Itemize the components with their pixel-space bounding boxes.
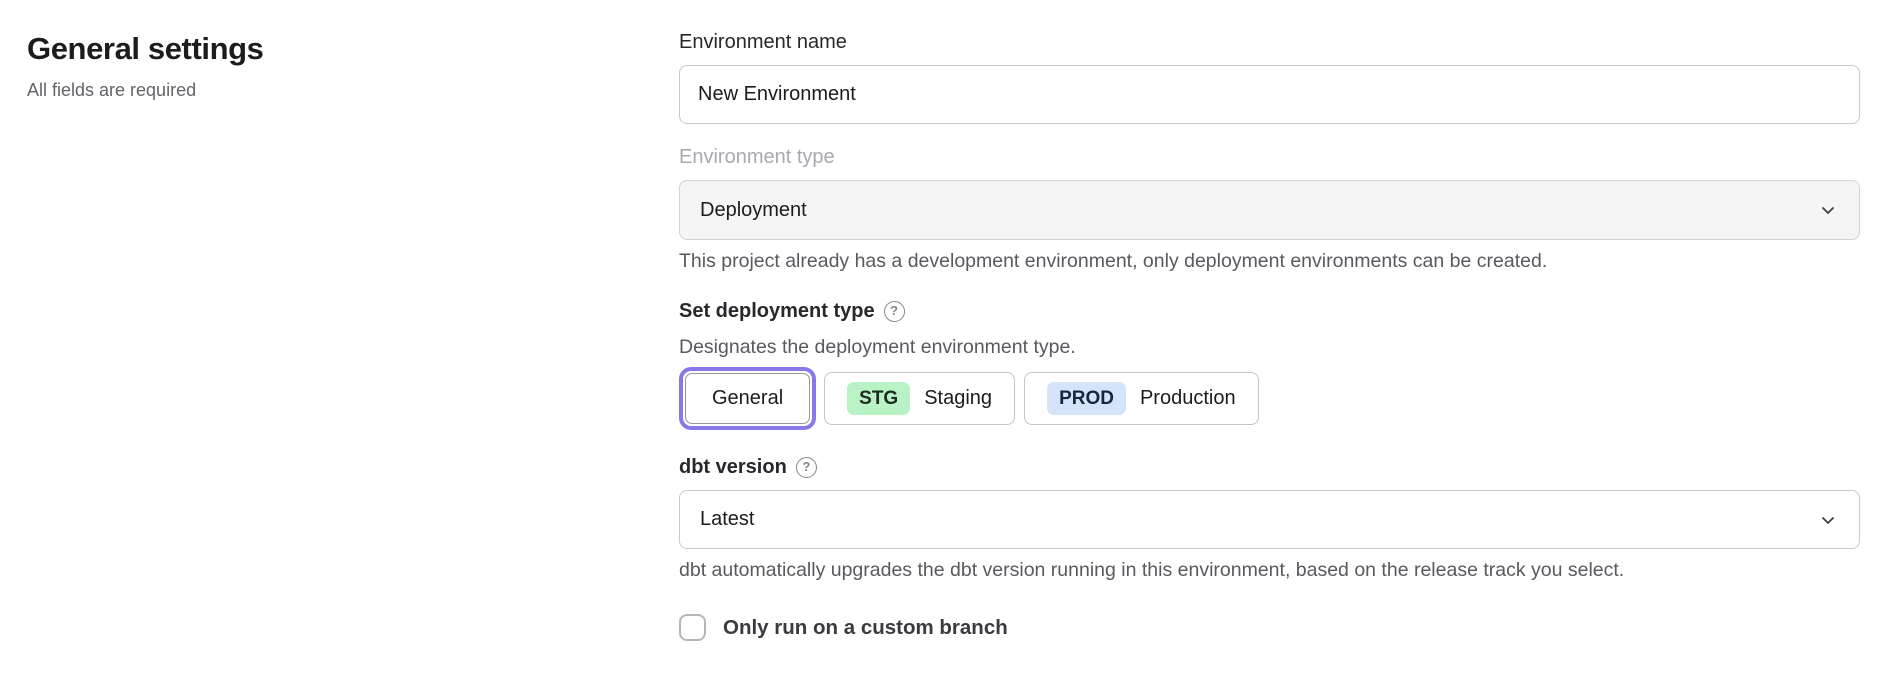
- chevron-down-icon: [1817, 509, 1839, 531]
- deployment-type-option-general-selected[interactable]: General: [679, 367, 817, 430]
- dbt-version-block: dbt version ? Latest dbt automatically u…: [679, 455, 1860, 582]
- dbt-version-title-text: dbt version: [679, 456, 787, 478]
- settings-intro: General settings All fields are required: [27, 30, 679, 641]
- environment-name-input[interactable]: [679, 65, 1860, 124]
- deployment-type-title-text: Set deployment type: [679, 300, 875, 322]
- deployment-type-options: General STG Staging PROD Production: [679, 366, 1860, 431]
- help-icon[interactable]: ?: [883, 300, 905, 322]
- dbt-version-helper: dbt automatically upgrades the dbt versi…: [679, 559, 1625, 581]
- custom-branch-checkbox[interactable]: [679, 614, 706, 641]
- staging-option-button[interactable]: STG Staging: [824, 372, 1016, 425]
- chevron-down-icon: [1817, 199, 1839, 221]
- staging-badge: STG: [847, 382, 911, 415]
- settings-page: General settings All fields are required…: [27, 30, 1860, 641]
- environment-type-helper: This project already has a development e…: [679, 250, 1548, 272]
- production-option-label: Production: [1139, 387, 1236, 409]
- deployment-type-helper: Designates the deployment environment ty…: [679, 336, 1076, 358]
- environment-type-select[interactable]: Deployment: [679, 180, 1860, 240]
- dbt-version-value: Latest: [700, 508, 755, 530]
- settings-form: Environment name Environment type Deploy…: [679, 30, 1860, 641]
- general-option-label: General: [712, 387, 784, 409]
- dbt-version-title: dbt version ?: [679, 455, 1860, 479]
- staging-option-label: Staging: [924, 387, 993, 409]
- production-option-button[interactable]: PROD Production: [1024, 372, 1259, 425]
- environment-type-label: Environment type: [679, 146, 835, 168]
- custom-branch-row: Only run on a custom branch: [679, 614, 1860, 641]
- dbt-version-select-wrap: Latest: [679, 490, 1860, 549]
- help-icon[interactable]: ?: [795, 456, 817, 478]
- environment-type-value: Deployment: [700, 198, 807, 221]
- dbt-version-select[interactable]: Latest: [679, 490, 1860, 549]
- general-option-button[interactable]: General: [685, 373, 811, 424]
- environment-name-label: Environment name: [679, 31, 847, 53]
- deployment-type-title: Set deployment type ?: [679, 299, 1860, 323]
- production-badge: PROD: [1047, 382, 1126, 415]
- page-subtitle: All fields are required: [27, 80, 197, 100]
- custom-branch-label[interactable]: Only run on a custom branch: [723, 615, 1008, 639]
- page-title: General settings: [27, 31, 264, 66]
